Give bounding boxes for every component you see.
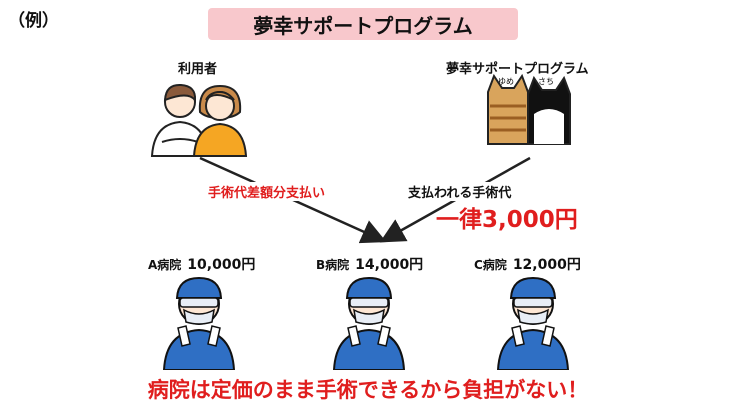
cats-illustration: ゆめ さち — [487, 73, 571, 145]
page-title: 夢幸サポートプログラム — [208, 8, 518, 40]
example-label: （例） — [8, 11, 59, 31]
bottom-message: 病院は定価のまま手術できるから負担がない！ — [147, 378, 589, 402]
hospital-c-label: C病院 12,000円 — [474, 254, 581, 274]
hospital-b-price: 14,000円 — [355, 257, 424, 273]
flat-amount: 一律3,000円 — [436, 207, 578, 233]
hospital-b-name: B病院 — [316, 258, 350, 272]
cat-label-sachi: さち — [538, 77, 554, 86]
cat-label-yume: ゆめ — [498, 77, 514, 86]
hospital-a-label: A病院 10,000円 — [148, 254, 255, 274]
hospital-c-price: 12,000円 — [512, 257, 581, 273]
title-text: 夢幸サポートプログラム — [253, 13, 473, 38]
users-illustration — [150, 83, 248, 157]
doctor-a-illustration — [162, 276, 236, 370]
doctor-c-illustration — [496, 276, 570, 370]
hospital-c-name: C病院 — [474, 258, 507, 272]
hospital-b-label: B病院 14,000円 — [316, 254, 423, 274]
user-label: 利用者 — [178, 62, 218, 77]
program-label: 夢幸サポートプログラム — [446, 62, 589, 77]
hospital-a-name: A病院 — [148, 258, 182, 272]
hospital-a-price: 10,000円 — [187, 257, 256, 273]
left-flow-label: 手術代差額分支払い — [206, 182, 328, 201]
doctor-b-illustration — [332, 276, 406, 370]
right-flow-label: 支払われる手術代 — [406, 182, 514, 201]
